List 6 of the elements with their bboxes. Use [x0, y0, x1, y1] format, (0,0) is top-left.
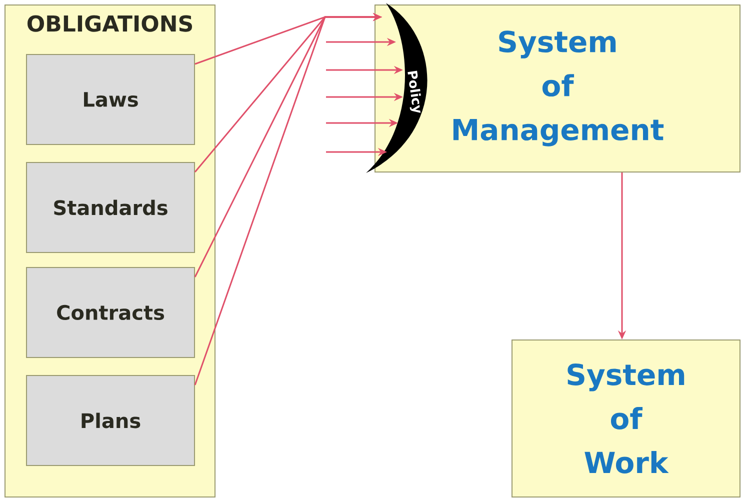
obligation-box: Plans — [26, 375, 195, 466]
system-box: System of Work — [512, 340, 740, 498]
obligation-box: Contracts — [26, 267, 195, 358]
obligation-box: Standards — [26, 162, 195, 253]
policy-crescent: Policy — [366, 3, 427, 173]
obligation-box: Laws — [26, 54, 195, 145]
